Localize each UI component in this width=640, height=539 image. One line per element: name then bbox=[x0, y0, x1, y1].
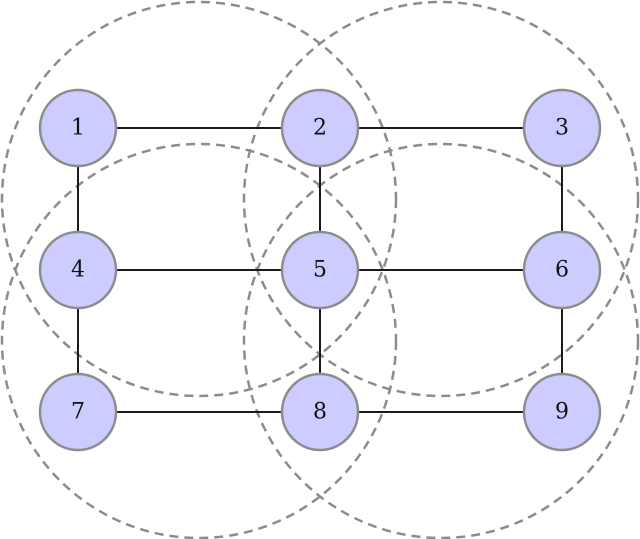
node-label: 7 bbox=[71, 400, 85, 425]
node-1: 1 bbox=[38, 88, 118, 168]
node-circle bbox=[280, 230, 360, 310]
node-9: 9 bbox=[522, 372, 602, 452]
node-5: 5 bbox=[280, 230, 360, 310]
node-circle bbox=[38, 372, 118, 452]
nodes: 1 2 3 4 5 6 7 8 9 bbox=[38, 88, 602, 452]
node-circle bbox=[280, 372, 360, 452]
node-label: 6 bbox=[555, 258, 569, 283]
node-8: 8 bbox=[280, 372, 360, 452]
node-circle bbox=[522, 372, 602, 452]
node-3: 3 bbox=[522, 88, 602, 168]
region-top-left bbox=[0, 0, 398, 398]
region-top-right bbox=[242, 0, 640, 398]
node-circle bbox=[38, 230, 118, 310]
region-bottom-right bbox=[242, 142, 640, 539]
node-circle bbox=[38, 88, 118, 168]
node-label: 8 bbox=[313, 400, 327, 425]
node-7: 7 bbox=[38, 372, 118, 452]
node-2: 2 bbox=[280, 88, 360, 168]
node-label: 3 bbox=[555, 116, 569, 141]
node-label: 5 bbox=[313, 258, 327, 283]
node-circle bbox=[280, 88, 360, 168]
node-label: 2 bbox=[313, 116, 327, 141]
node-circle bbox=[522, 230, 602, 310]
node-circle bbox=[522, 88, 602, 168]
node-label: 1 bbox=[71, 116, 85, 141]
node-label: 9 bbox=[555, 400, 569, 425]
node-6: 6 bbox=[522, 230, 602, 310]
node-4: 4 bbox=[38, 230, 118, 310]
region-bottom-left bbox=[0, 142, 398, 539]
node-label: 4 bbox=[71, 258, 85, 283]
